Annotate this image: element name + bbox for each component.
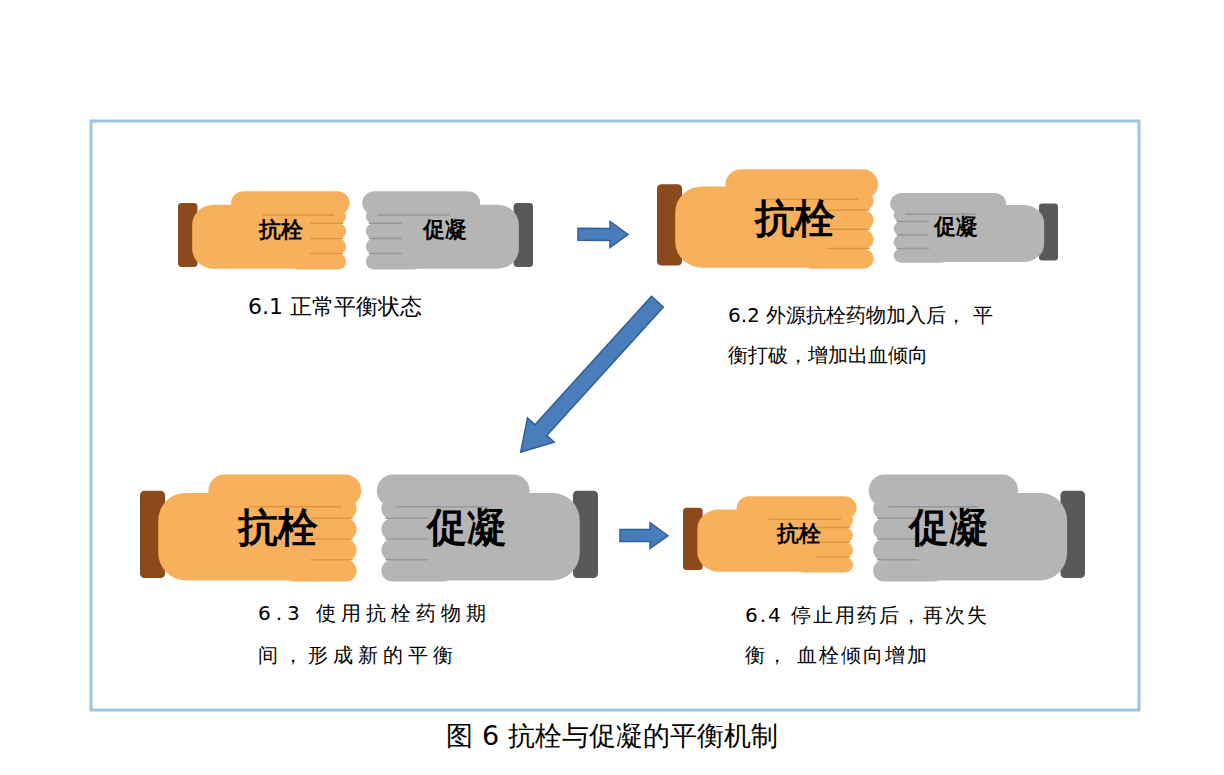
fist-outline <box>683 493 862 575</box>
thumb <box>725 169 878 199</box>
antithrombotic-fist: 抗栓 <box>178 188 355 272</box>
thumb <box>869 475 1018 507</box>
finger-crease <box>369 223 401 225</box>
finger <box>366 223 422 239</box>
panel-caption: 6.1 正常平衡状态 <box>248 292 422 322</box>
fist-label: 抗栓 <box>755 197 835 241</box>
figure-caption: 图 6 抗栓与促凝的平衡机制 <box>0 718 1224 754</box>
fist-label: 促凝 <box>909 506 989 550</box>
finger-crease <box>378 214 448 216</box>
thumb <box>890 193 1006 214</box>
finger-crease <box>897 248 928 250</box>
procoagulant-fist: 促凝 <box>357 188 533 272</box>
panel-caption: 6.3 使用抗栓药物期 间，形成新的平衡 <box>258 592 503 676</box>
fist-label: 促凝 <box>427 506 507 550</box>
antithrombotic-fist: 抗栓 <box>683 493 862 575</box>
thumb <box>377 475 530 507</box>
procoagulant-fist: 促凝 <box>370 470 598 585</box>
finger <box>366 238 422 254</box>
thumb <box>231 191 350 215</box>
frame-border <box>91 121 1139 710</box>
fist-label: 抗栓 <box>777 522 821 546</box>
finger-crease <box>386 559 427 561</box>
finger <box>873 560 944 582</box>
finger <box>290 254 347 270</box>
finger-crease <box>897 221 928 223</box>
fist-label: 促凝 <box>423 218 467 242</box>
panel-caption: 6.4 停止用药后，再次失衡， 血栓倾向增加 <box>745 595 1020 675</box>
thumb <box>737 496 857 519</box>
finger-crease <box>817 527 849 529</box>
finger-crease <box>311 253 343 255</box>
fist-label: 抗栓 <box>259 218 303 242</box>
antithrombotic-fist: 抗栓 <box>140 470 368 585</box>
finger-crease <box>369 238 401 240</box>
finger-crease <box>817 556 849 558</box>
procoagulant-fist: 促凝 <box>862 470 1085 585</box>
finger-crease <box>817 541 849 543</box>
finger-crease <box>386 538 427 540</box>
fist-label: 促凝 <box>934 215 978 239</box>
panel-caption: 6.2 外源抗栓药物加入后， 平衡打破，增加出血倾向 <box>728 295 1003 375</box>
block-arrow <box>620 523 668 549</box>
finger-crease <box>263 214 334 216</box>
thumb <box>362 191 480 215</box>
finger <box>894 249 949 263</box>
finger-crease <box>897 234 928 236</box>
block-arrow <box>578 221 628 247</box>
procoagulant-fist: 促凝 <box>885 190 1058 265</box>
finger <box>381 560 454 582</box>
antithrombotic-fist: 抗栓 <box>657 165 885 272</box>
finger <box>366 254 422 270</box>
finger <box>284 560 357 582</box>
finger-crease <box>828 248 869 250</box>
fist-label: 抗栓 <box>238 506 318 550</box>
finger <box>796 557 853 573</box>
finger-crease <box>386 518 427 520</box>
finger <box>801 248 874 268</box>
finger-crease <box>311 238 343 240</box>
finger-crease <box>769 518 841 520</box>
finger-crease <box>311 559 352 561</box>
finger-crease <box>369 253 401 255</box>
finger-crease <box>311 223 343 225</box>
block-arrow <box>521 296 664 452</box>
finger-crease <box>878 559 918 561</box>
thumb <box>208 475 361 507</box>
